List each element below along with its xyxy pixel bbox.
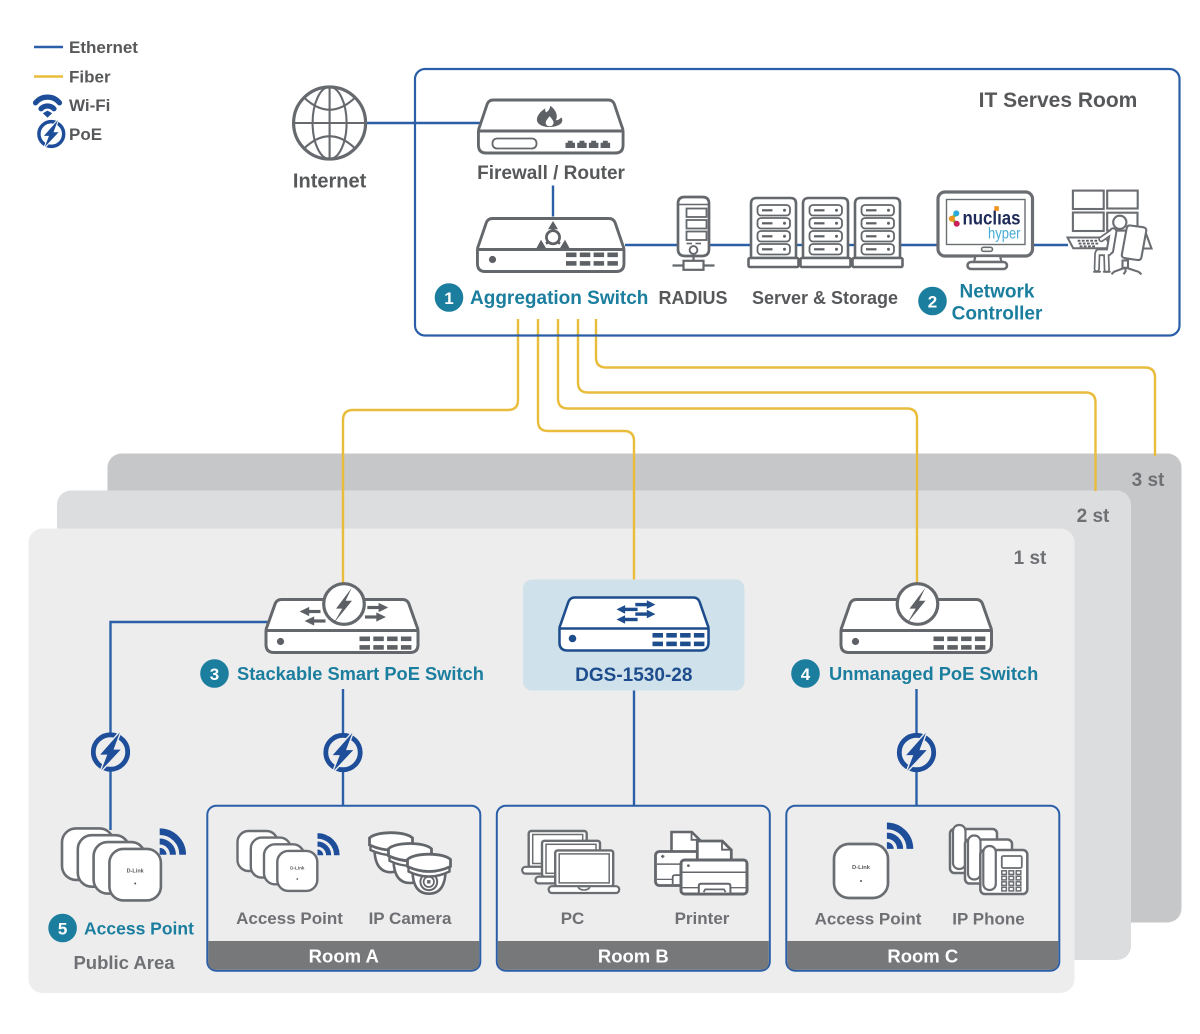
svg-text:Unmanaged PoE Switch: Unmanaged PoE Switch — [829, 663, 1038, 684]
svg-text:Network: Network — [960, 282, 1035, 303]
svg-text:Fiber: Fiber — [69, 68, 111, 87]
svg-text:Access Point: Access Point — [815, 910, 922, 929]
svg-text:IP Camera: IP Camera — [369, 909, 452, 928]
svg-text:DGS-1530-28: DGS-1530-28 — [575, 665, 692, 686]
svg-text:Room B: Room B — [598, 946, 669, 967]
svg-text:Stackable Smart PoE Switch: Stackable Smart PoE Switch — [237, 663, 484, 684]
svg-text:D-Link: D-Link — [852, 865, 871, 871]
svg-text:Room A: Room A — [309, 946, 379, 967]
svg-text:Firewall / Router: Firewall / Router — [477, 163, 625, 184]
svg-text:Access Point: Access Point — [236, 909, 343, 928]
svg-text:IT Serves Room: IT Serves Room — [979, 89, 1138, 112]
svg-text:IP Phone: IP Phone — [952, 910, 1024, 929]
svg-text:5: 5 — [58, 920, 67, 939]
svg-text:D-Link: D-Link — [290, 866, 305, 871]
svg-text:Controller: Controller — [952, 304, 1043, 325]
svg-text:Access Point: Access Point — [84, 919, 194, 939]
svg-text:hyper: hyper — [988, 226, 1021, 243]
svg-text:D-Link: D-Link — [127, 869, 145, 875]
svg-text:nuclıas: nuclıas — [963, 209, 1021, 230]
svg-text:1: 1 — [444, 289, 453, 308]
svg-text:Ethernet: Ethernet — [69, 38, 138, 57]
svg-text:RADIUS: RADIUS — [658, 288, 727, 308]
svg-text:3: 3 — [210, 665, 219, 684]
svg-text:4: 4 — [801, 665, 811, 684]
svg-text:PC: PC — [561, 909, 585, 928]
svg-text:Server & Storage: Server & Storage — [752, 288, 898, 308]
svg-text:Internet: Internet — [293, 171, 367, 193]
svg-text:2: 2 — [928, 293, 937, 312]
svg-text:3 st: 3 st — [1132, 470, 1165, 491]
svg-text:Room C: Room C — [887, 946, 958, 967]
svg-text:Wi-Fi: Wi-Fi — [69, 96, 110, 115]
svg-text:2 st: 2 st — [1077, 506, 1110, 527]
svg-text:Public Area: Public Area — [73, 952, 175, 973]
svg-text:1 st: 1 st — [1014, 548, 1047, 569]
svg-text:Printer: Printer — [675, 909, 730, 928]
svg-text:Aggregation Switch: Aggregation Switch — [470, 288, 648, 309]
svg-text:PoE: PoE — [69, 125, 102, 144]
